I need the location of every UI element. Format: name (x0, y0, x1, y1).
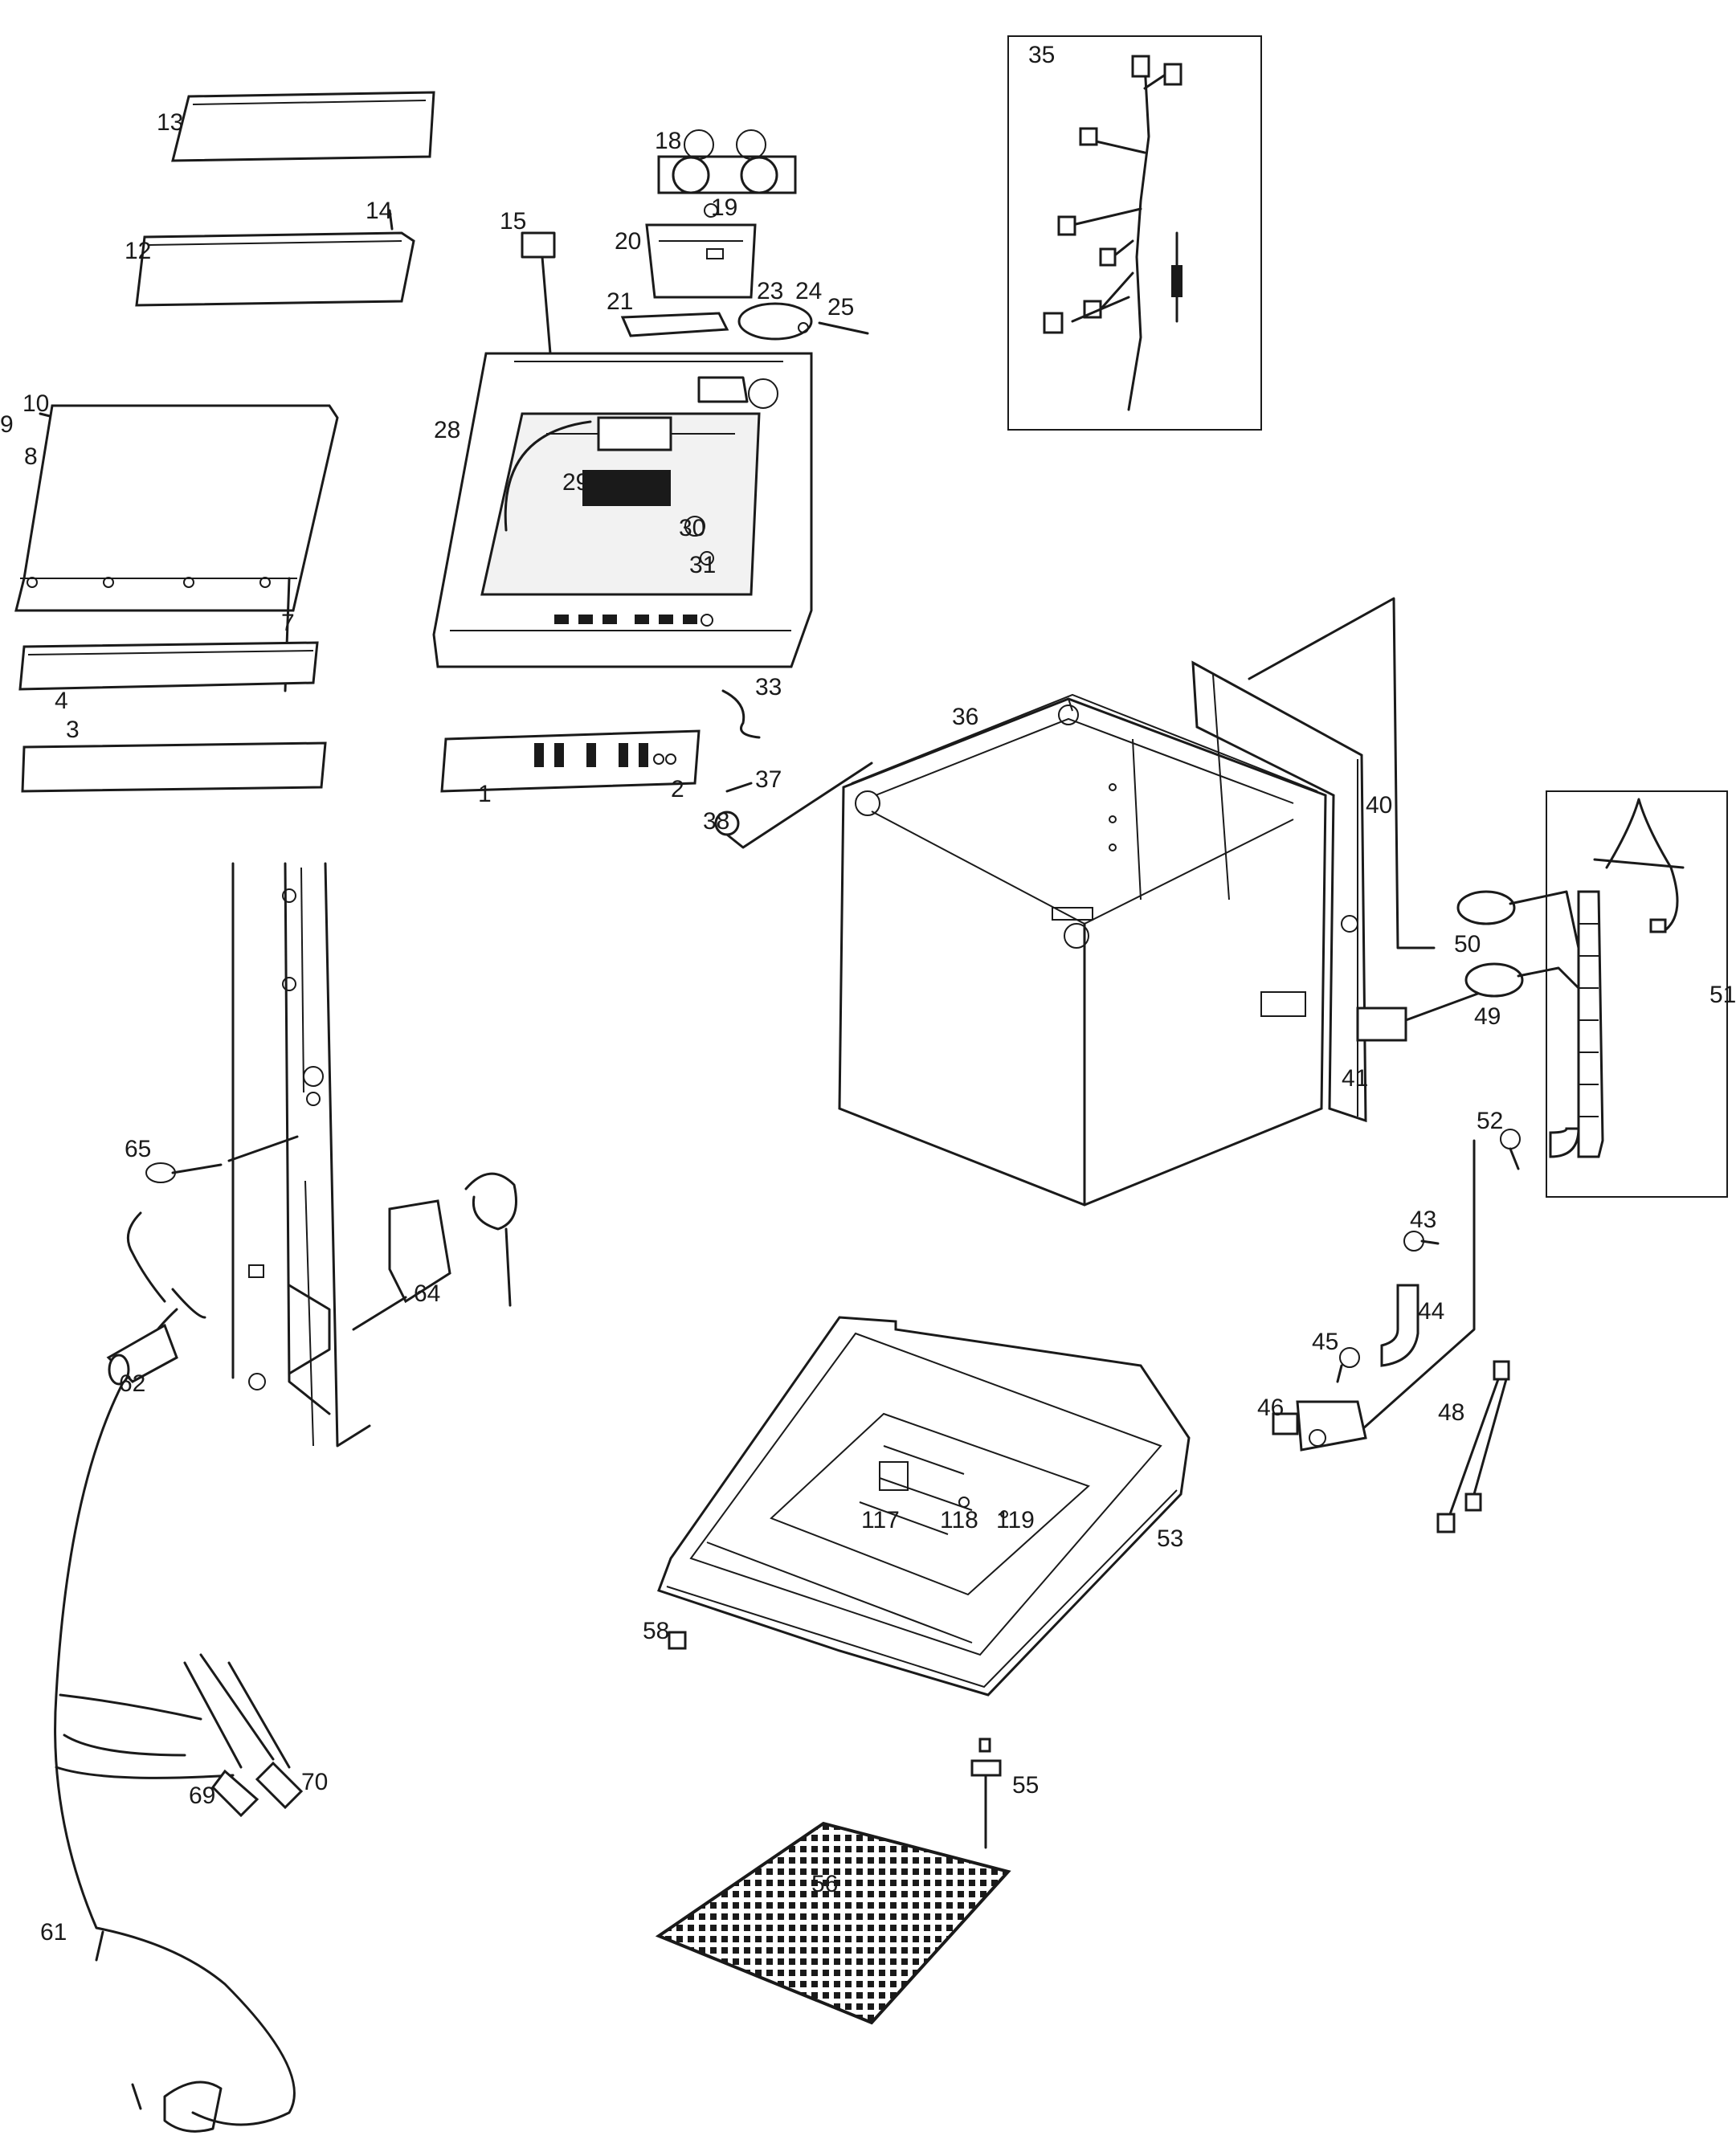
part-4-lid-glass (18, 641, 319, 691)
part-46-drain-motor (1272, 1400, 1367, 1452)
side-panel (231, 862, 371, 1448)
label-4: 4 (55, 688, 68, 714)
label-10: 10 (22, 390, 49, 417)
part-58-foot-cap (668, 1631, 687, 1650)
label-48: 48 (1438, 1399, 1464, 1426)
label-64: 64 (414, 1280, 440, 1307)
part-50-hose-clamp (1456, 890, 1580, 949)
label-15: 15 (500, 208, 526, 235)
label-33: 33 (755, 674, 782, 700)
part-52-clip (1360, 1129, 1521, 1431)
part-61-power-cord (54, 1211, 296, 2133)
console-buttons (554, 614, 713, 627)
label-18: 18 (655, 128, 681, 154)
part-64-terminal-box (352, 1172, 517, 1331)
part-3-lid-strip (21, 741, 327, 793)
label-3: 3 (66, 717, 80, 743)
label-40: 40 (1366, 792, 1392, 819)
label-37: 37 (755, 766, 782, 793)
part-20-detergent-box (645, 223, 757, 299)
part-51-drain-hose (1546, 790, 1728, 1198)
part-53-base-frame (657, 1316, 1191, 1697)
label-28: 28 (434, 417, 460, 443)
label-25: 25 (827, 294, 854, 321)
label-7: 7 (281, 610, 295, 636)
label-70: 70 (301, 1769, 328, 1795)
label-65: 65 (125, 1136, 151, 1162)
label-44: 44 (1418, 1298, 1444, 1325)
label-52: 52 (1477, 1108, 1503, 1134)
label-12: 12 (125, 238, 151, 264)
part-18-water-valve (657, 129, 797, 218)
part-35-wiring-harness (1007, 35, 1262, 431)
label-23: 23 (757, 278, 783, 304)
part-13-lid-trim (171, 91, 435, 162)
label-29: 29 (562, 469, 589, 496)
label-58: 58 (643, 1618, 669, 1644)
label-30: 30 (679, 515, 705, 541)
part-40-rear-panel (1191, 597, 1436, 1123)
label-41: 41 (1342, 1065, 1368, 1092)
part-44-drain-pipe (1380, 1284, 1419, 1367)
label-38: 38 (703, 808, 729, 835)
label-46: 46 (1257, 1395, 1284, 1421)
label-50: 50 (1454, 931, 1481, 958)
part-33-wire (721, 689, 761, 739)
part-28-console-housing (432, 352, 813, 668)
part-48-wire (1436, 1360, 1510, 1533)
part-65-wire-loop (145, 1135, 299, 1183)
label-56: 56 (811, 1871, 838, 1897)
label-45: 45 (1312, 1329, 1338, 1355)
label-62: 62 (119, 1370, 145, 1397)
label-8: 8 (24, 443, 38, 470)
part-56-bottom-mesh (655, 1821, 1011, 2025)
label-13: 13 (157, 109, 183, 136)
label-117: 117 (861, 1507, 900, 1533)
part-number-labels: 13 12 14 10 9 8 7 4 3 15 18 19 20 21 23 … (0, 42, 1736, 1946)
part-38-knob (714, 762, 873, 849)
label-119: 119 (996, 1507, 1035, 1533)
label-20: 20 (615, 228, 641, 255)
part-49-hose-clamp (1464, 962, 1580, 998)
label-118: 118 (940, 1507, 978, 1533)
control-board-components (534, 743, 676, 767)
label-51: 51 (1709, 982, 1736, 1008)
part-15-switch-bracket (521, 231, 556, 363)
label-49: 49 (1474, 1003, 1501, 1030)
label-55: 55 (1012, 1772, 1039, 1799)
label-1: 1 (478, 781, 492, 807)
label-19: 19 (711, 194, 737, 221)
part-8-lid-panel (14, 404, 339, 692)
label-61: 61 (40, 1919, 67, 1946)
label-35: 35 (1028, 42, 1055, 68)
label-43: 43 (1410, 1207, 1436, 1233)
label-9: 9 (0, 411, 14, 438)
part-21-box-bracket (620, 312, 729, 337)
part-12-lid-handle-frame (135, 209, 415, 307)
label-53: 53 (1157, 1525, 1183, 1552)
label-21: 21 (607, 288, 633, 315)
part-62-cord-bushing (106, 1288, 206, 1386)
label-69: 69 (189, 1782, 215, 1809)
part-23-pressure-switch (737, 302, 869, 341)
label-24: 24 (795, 278, 822, 304)
part-69-70-connectors (211, 1761, 304, 1818)
part-45-clamp (1336, 1347, 1360, 1383)
label-31: 31 (689, 552, 716, 578)
part-41-cover-plate (1356, 990, 1484, 1042)
part-1-control-board (440, 729, 701, 793)
label-36: 36 (952, 704, 978, 730)
label-14: 14 (366, 198, 392, 224)
part-55-adjustable-foot (970, 1738, 1002, 1849)
part-43-clamp (1403, 1231, 1440, 1252)
part-36-cabinet (838, 693, 1327, 1207)
label-2: 2 (671, 776, 684, 802)
